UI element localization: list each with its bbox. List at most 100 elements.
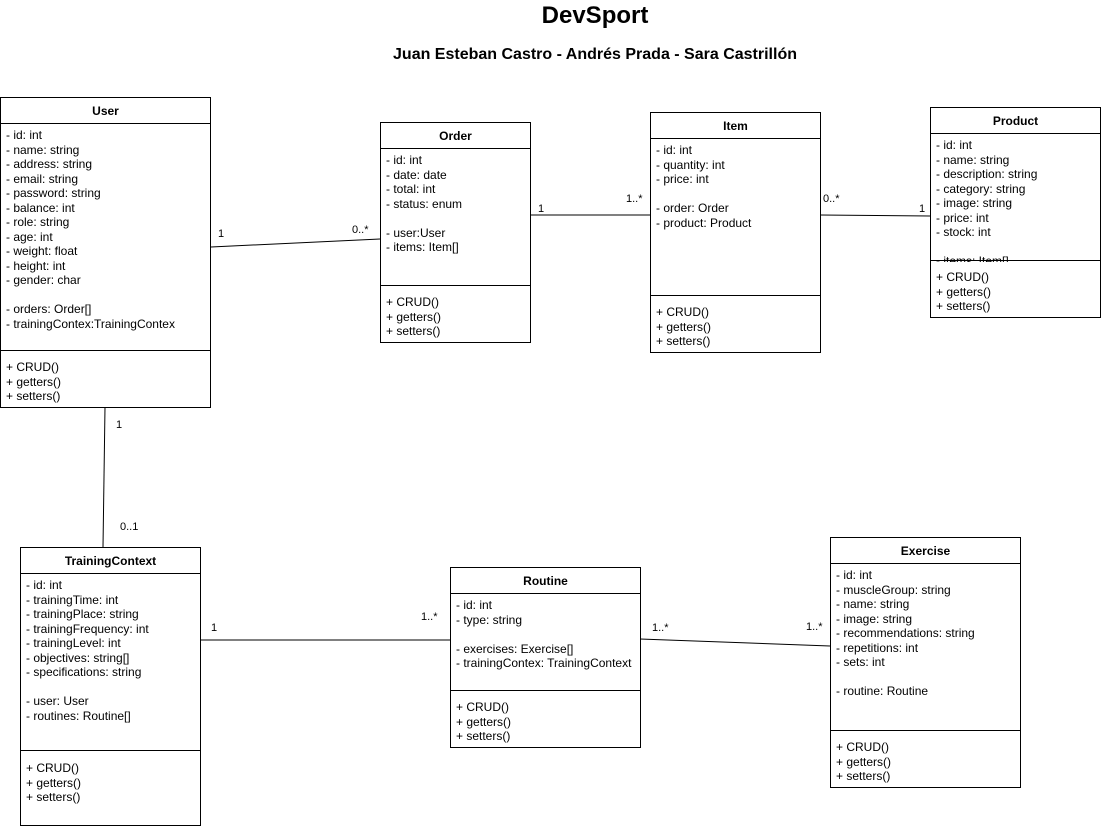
attribute: - price: int: [936, 210, 989, 225]
class-exercise-name: Exercise: [831, 538, 1020, 564]
attribute: - image: string: [936, 196, 1013, 210]
operation: + getters(): [836, 754, 892, 769]
multiplicity-order-item-order-end: 1: [538, 203, 545, 215]
attribute: - gender: char: [6, 273, 81, 287]
attribute: - id: int: [836, 568, 873, 582]
class-user-operations: + CRUD() + getters() + setters(): [1, 350, 210, 407]
attribute-spacer: [6, 288, 206, 303]
attribute: - product: Product: [656, 215, 752, 230]
attribute-spacer: [386, 211, 526, 226]
multiplicity-routine-exercise-exercise-end: 1..*: [806, 621, 823, 633]
attribute: - trainingFrequency: int: [26, 621, 149, 636]
attribute: - repetitions: int: [836, 640, 919, 655]
class-training-context-attributes: - id: int - trainingTime: int - training…: [21, 574, 200, 723]
attribute: - weight: float: [6, 244, 78, 258]
operation: + setters(): [836, 769, 891, 783]
attribute: - user:User: [386, 225, 446, 240]
multiplicity-training-routine-routine-end: 1..*: [421, 611, 438, 623]
class-item[interactable]: Item - id: int - quantity: int - price: …: [650, 112, 821, 353]
attribute: - id: int: [456, 598, 493, 612]
operation: + CRUD(): [6, 360, 59, 374]
operation: + CRUD(): [656, 305, 709, 319]
association-routine-exercise-line: [639, 638, 831, 647]
operation: + setters(): [936, 299, 991, 313]
multiplicity-item-product-item-end: 0..*: [823, 193, 840, 205]
attribute: - password: string: [6, 186, 101, 200]
attribute-spacer: [26, 680, 196, 695]
attribute: - order: Order: [656, 201, 729, 215]
attribute: - height: int: [6, 258, 66, 273]
attribute: - name: string: [6, 142, 80, 157]
class-training-context[interactable]: TrainingContext - id: int - trainingTime…: [20, 547, 201, 826]
attribute-clipped: - items: Item[]: [936, 254, 1009, 262]
attribute: - trainingPlace: string: [26, 607, 139, 621]
class-item-operations: + CRUD() + getters() + setters(): [651, 295, 820, 352]
class-product-attributes: - id: int - name: string - description: …: [931, 134, 1100, 262]
attribute: - trainingContex:TrainingContex: [6, 316, 175, 331]
operation: + getters(): [26, 775, 82, 790]
attribute: - items: Item[]: [386, 240, 459, 254]
operation: + CRUD(): [456, 700, 509, 714]
class-product-name: Product: [931, 108, 1100, 134]
attribute: - image: string: [836, 611, 913, 626]
class-product-operations: + CRUD() + getters() + setters(): [931, 260, 1100, 317]
attribute: - id: int: [936, 138, 973, 152]
operation: + CRUD(): [836, 740, 889, 754]
operation: + setters(): [456, 729, 511, 743]
attribute: - recommendations: string: [836, 626, 975, 640]
class-exercise-operations: + CRUD() + getters() + setters(): [831, 730, 1020, 787]
class-order-attributes: - id: int - date: date - total: int - st…: [381, 149, 530, 255]
attribute: - quantity: int: [656, 157, 725, 172]
attribute: - routine: Routine: [836, 684, 929, 698]
class-user-name: User: [1, 98, 210, 124]
multiplicity-user-order-user-end: 1: [218, 228, 225, 240]
attribute: - date: date: [386, 167, 447, 182]
attribute: - sets: int: [836, 655, 885, 669]
class-order[interactable]: Order - id: int - date: date - total: in…: [380, 122, 531, 343]
attribute-spacer: [836, 670, 1016, 685]
operation: + setters(): [26, 790, 81, 804]
operation: + setters(): [386, 324, 441, 338]
class-exercise-attributes: - id: int - muscleGroup: string - name: …: [831, 564, 1020, 699]
class-training-context-name: TrainingContext: [21, 548, 200, 574]
association-item-product-line: [819, 214, 931, 217]
attribute: - role: string: [6, 215, 70, 229]
attribute: - objectives: string[]: [26, 650, 130, 665]
attribute: - id: int: [6, 128, 43, 142]
class-item-name: Item: [651, 113, 820, 139]
attribute: - status: enum: [386, 196, 463, 211]
class-product[interactable]: Product - id: int - name: string - descr…: [930, 107, 1101, 318]
operation: + CRUD(): [936, 270, 989, 284]
attribute: - type: string: [456, 612, 523, 627]
attribute: - specifications: string: [26, 665, 142, 679]
attribute: - orders: Order[]: [6, 302, 92, 316]
attribute: - total: int: [386, 182, 436, 196]
class-routine[interactable]: Routine - id: int - type: string - exerc…: [450, 567, 641, 748]
attribute: - name: string: [836, 597, 910, 611]
operation: + getters(): [386, 309, 442, 324]
attribute: - balance: int: [6, 200, 75, 215]
operation: + setters(): [656, 334, 711, 348]
operation: + getters(): [456, 714, 512, 729]
class-exercise[interactable]: Exercise - id: int - muscleGroup: string…: [830, 537, 1021, 788]
attribute: - id: int: [656, 143, 693, 157]
operation: + getters(): [936, 284, 992, 299]
multiplicity-order-item-item-end: 1..*: [626, 193, 643, 205]
class-order-operations: + CRUD() + getters() + setters(): [381, 285, 530, 342]
class-routine-attributes: - id: int - type: string - exercises: Ex…: [451, 594, 640, 671]
attribute: - name: string: [936, 152, 1010, 167]
attribute: - id: int: [26, 578, 63, 592]
attribute-spacer: [936, 240, 1096, 255]
attribute: - address: string: [6, 157, 93, 171]
class-user[interactable]: User - id: int - name: string - address:…: [0, 97, 211, 408]
attribute: - price: int: [656, 172, 709, 186]
class-user-attributes: - id: int - name: string - address: stri…: [1, 124, 210, 331]
multiplicity-user-training-user-end: 1: [116, 419, 123, 431]
class-routine-operations: + CRUD() + getters() + setters(): [451, 690, 640, 747]
multiplicity-user-order-order-end: 0..*: [352, 224, 369, 236]
attribute: - email: string: [6, 171, 79, 186]
attribute: - trainingContex: TrainingContext: [456, 656, 632, 670]
attribute-spacer: [456, 627, 636, 642]
multiplicity-training-routine-training-end: 1: [211, 622, 218, 634]
